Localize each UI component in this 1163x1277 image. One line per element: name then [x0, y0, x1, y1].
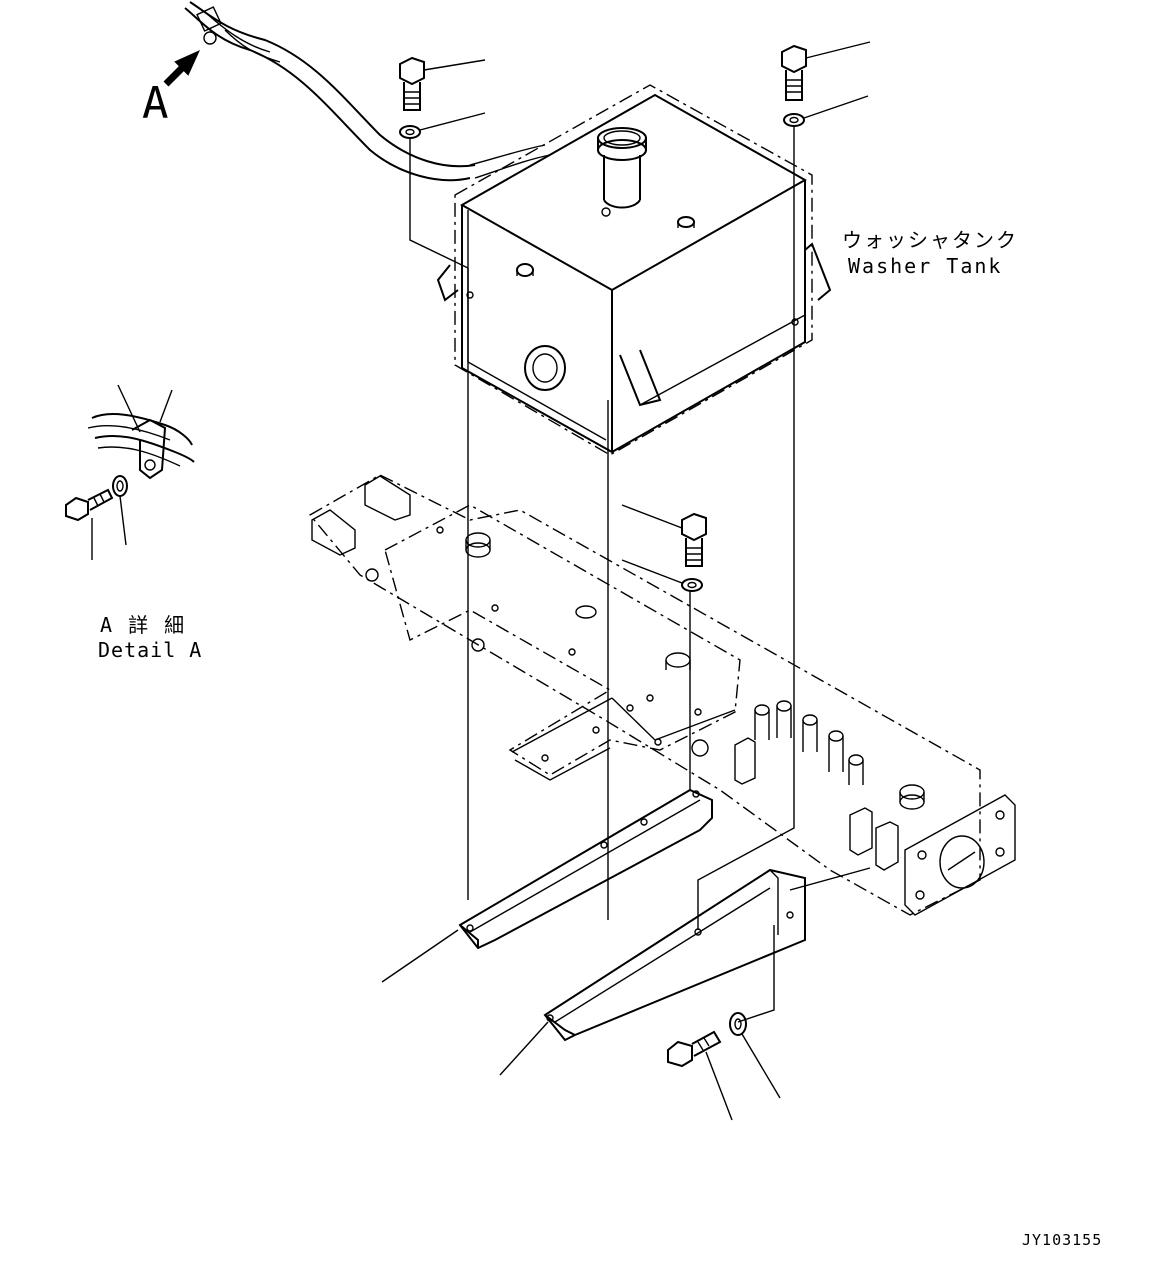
bottom-washer	[729, 1012, 781, 1099]
washer-tank	[436, 84, 832, 456]
hose-bundle	[184, 1, 551, 182]
washer-tank-label-jp: ウォッシャタンク	[842, 228, 1018, 252]
washer-tank-label-en: Washer Tank	[848, 254, 1002, 278]
frame-washer	[621, 559, 703, 592]
bottom-bolt	[667, 1030, 733, 1121]
mounting-frame	[308, 474, 1016, 916]
frame-bolt	[621, 504, 707, 567]
tank-bolt-right	[781, 41, 871, 101]
detail-a-bolt	[65, 488, 114, 560]
alignment-lines	[409, 126, 871, 1023]
detail-a-label-jp: A 詳 細	[100, 613, 186, 637]
tank-bolt-left	[399, 56, 486, 111]
detail-a-clamp	[87, 384, 195, 480]
support-bracket-lower	[499, 868, 806, 1076]
detail-a-washer	[112, 475, 128, 546]
view-a-arrow	[163, 49, 201, 87]
view-a-label: A	[142, 78, 169, 129]
detail-a-label-en: Detail A	[98, 638, 202, 662]
frame-bosses	[465, 532, 925, 810]
drawing-number: JY103155	[1022, 1231, 1102, 1249]
support-bracket-upper	[381, 788, 713, 983]
tank-washer-left	[399, 112, 486, 139]
